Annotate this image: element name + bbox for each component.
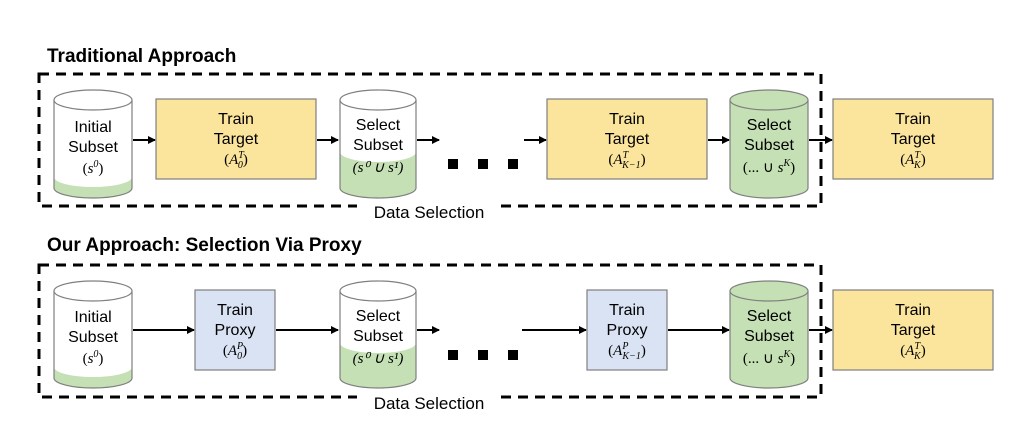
- data-selection-label: Data Selection: [374, 394, 485, 413]
- box-line2: Target: [214, 131, 259, 148]
- ellipsis-dots: [448, 159, 518, 169]
- box-line1: Train: [217, 302, 253, 319]
- cylinder-math: (s⁰ ∪ s¹): [353, 351, 404, 367]
- cylinder-line2: Subset: [68, 139, 118, 156]
- cylinder-line1: Initial: [74, 309, 111, 326]
- our-approach-section: Our Approach: Selection Via Proxy Data S…: [37, 235, 994, 415]
- ellipsis-dots: [448, 350, 518, 360]
- section-title: Our Approach: Selection Via Proxy: [47, 235, 362, 256]
- frame-label-mask: [357, 200, 501, 224]
- cylinder-line2: Subset: [744, 328, 794, 345]
- box-line2: Proxy: [215, 322, 256, 339]
- cylinder-line2: Subset: [353, 328, 403, 345]
- initial-subset-cylinder: Initial Subset (s0): [53, 280, 133, 389]
- select-subset-cylinder: Select Subset (s⁰ ∪ s¹): [339, 89, 417, 199]
- cylinder-math: (... ∪ sK): [743, 349, 795, 367]
- frame-label-mask: [357, 391, 501, 415]
- cylinder-line2: Subset: [353, 137, 403, 154]
- cylinder-math: (s⁰ ∪ s¹): [353, 160, 404, 176]
- box-line2: Target: [605, 131, 650, 148]
- cylinder-line2: Subset: [68, 329, 118, 346]
- data-selection-label: Data Selection: [374, 203, 485, 222]
- cylinder-math: (s0): [83, 349, 104, 367]
- data-selection-frame: [37, 263, 823, 399]
- box-line2: Target: [891, 322, 936, 339]
- box-line1: Train: [895, 302, 931, 319]
- cylinder-math: (... ∪ sK): [743, 158, 795, 176]
- box-line1: Train: [895, 111, 931, 128]
- cylinder-line1: Select: [747, 308, 792, 325]
- box-line1: Train: [609, 111, 645, 128]
- cylinder-line1: Select: [747, 117, 792, 134]
- box-line2: Target: [891, 131, 936, 148]
- box-line1: Train: [218, 111, 254, 128]
- cylinder-math: (s0): [83, 159, 104, 177]
- select-subset-cylinder: Select Subset (... ∪ sK): [729, 280, 809, 389]
- initial-subset-cylinder: Initial Subset (s0): [53, 89, 133, 199]
- box-line2: Proxy: [607, 322, 648, 339]
- select-subset-cylinder: Select Subset (s⁰ ∪ s¹): [339, 280, 417, 389]
- cylinder-line1: Initial: [74, 119, 111, 136]
- traditional-approach-section: Traditional Approach Data Selection Init…: [37, 46, 994, 224]
- box-line1: Train: [609, 302, 645, 319]
- cylinder-line1: Select: [356, 308, 401, 325]
- cylinder-line2: Subset: [744, 137, 794, 154]
- select-subset-cylinder: Select Subset (... ∪ sK): [729, 89, 809, 199]
- cylinder-line1: Select: [356, 117, 401, 134]
- data-selection-frame: [37, 72, 823, 208]
- section-title: Traditional Approach: [47, 46, 236, 67]
